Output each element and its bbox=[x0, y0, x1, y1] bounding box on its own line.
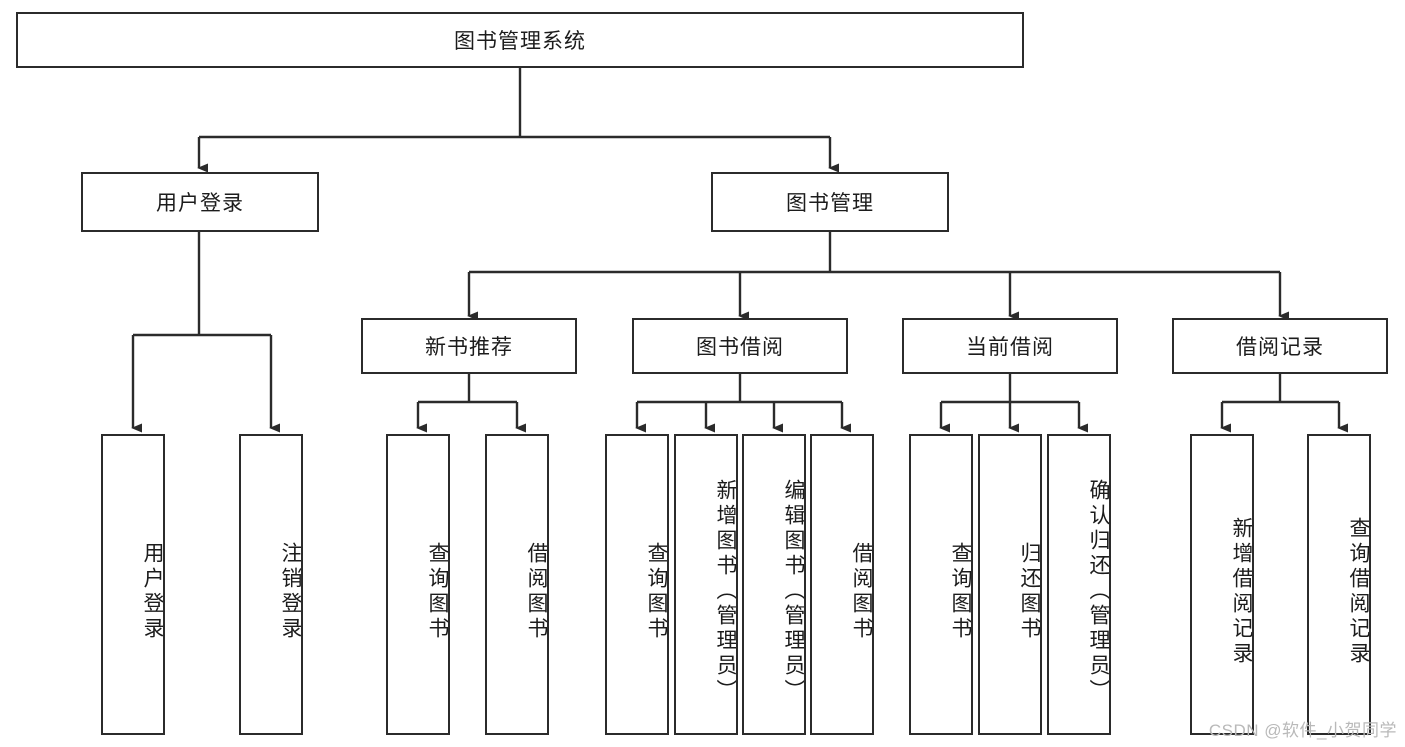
node-current-borrow-label: 当前借阅 bbox=[966, 336, 1054, 359]
node-leaf-query-book-2-label: 查询图书 bbox=[645, 541, 668, 642]
node-leaf-user-login[interactable]: 用户登录 bbox=[101, 434, 165, 735]
csdn-watermark: CSDN @软件_小贺同学 bbox=[1208, 721, 1397, 740]
node-leaf-borrow-book-2-label: 借阅图书 bbox=[850, 541, 873, 642]
node-leaf-add-book-admin-label: 新增图书（管理员） bbox=[714, 479, 737, 704]
node-leaf-query-book-3-label: 查询图书 bbox=[949, 541, 972, 642]
node-user-login[interactable]: 用户登录 bbox=[81, 172, 319, 232]
node-book-borrow[interactable]: 图书借阅 bbox=[632, 318, 848, 374]
node-leaf-add-borrow-record-label: 新增借阅记录 bbox=[1230, 516, 1253, 667]
node-leaf-edit-book-admin[interactable]: 编辑图书（管理员） bbox=[742, 434, 806, 735]
node-leaf-query-book-2[interactable]: 查询图书 bbox=[605, 434, 669, 735]
node-book-management-label: 图书管理 bbox=[786, 192, 874, 215]
node-leaf-edit-book-admin-label: 编辑图书（管理员） bbox=[782, 479, 805, 704]
node-book-management[interactable]: 图书管理 bbox=[711, 172, 949, 232]
node-borrow-record[interactable]: 借阅记录 bbox=[1172, 318, 1388, 374]
node-leaf-borrow-book-1-label: 借阅图书 bbox=[525, 541, 548, 642]
node-leaf-query-book-1-label: 查询图书 bbox=[426, 541, 449, 642]
node-leaf-add-book-admin[interactable]: 新增图书（管理员） bbox=[674, 434, 738, 735]
node-root[interactable]: 图书管理系统 bbox=[16, 12, 1024, 68]
node-leaf-confirm-return-admin-label: 确认归还（管理员） bbox=[1087, 479, 1110, 704]
node-leaf-logout[interactable]: 注销登录 bbox=[239, 434, 303, 735]
node-current-borrow[interactable]: 当前借阅 bbox=[902, 318, 1118, 374]
node-leaf-return-book[interactable]: 归还图书 bbox=[978, 434, 1042, 735]
node-new-book-recommend[interactable]: 新书推荐 bbox=[361, 318, 577, 374]
node-new-book-recommend-label: 新书推荐 bbox=[425, 336, 513, 359]
node-leaf-query-borrow-record-label: 查询借阅记录 bbox=[1347, 516, 1370, 667]
node-root-label: 图书管理系统 bbox=[454, 30, 586, 53]
node-book-borrow-label: 图书借阅 bbox=[696, 336, 784, 359]
node-leaf-query-book-1[interactable]: 查询图书 bbox=[386, 434, 450, 735]
node-leaf-confirm-return-admin[interactable]: 确认归还（管理员） bbox=[1047, 434, 1111, 735]
node-leaf-add-borrow-record[interactable]: 新增借阅记录 bbox=[1190, 434, 1254, 735]
node-leaf-query-book-3[interactable]: 查询图书 bbox=[909, 434, 973, 735]
node-leaf-borrow-book-2[interactable]: 借阅图书 bbox=[810, 434, 874, 735]
node-leaf-query-borrow-record[interactable]: 查询借阅记录 bbox=[1307, 434, 1371, 735]
node-user-login-label: 用户登录 bbox=[156, 192, 244, 215]
node-leaf-borrow-book-1[interactable]: 借阅图书 bbox=[485, 434, 549, 735]
node-leaf-return-book-label: 归还图书 bbox=[1018, 541, 1041, 642]
node-borrow-record-label: 借阅记录 bbox=[1236, 336, 1324, 359]
node-leaf-logout-label: 注销登录 bbox=[279, 541, 302, 642]
node-leaf-user-login-label: 用户登录 bbox=[141, 541, 164, 642]
